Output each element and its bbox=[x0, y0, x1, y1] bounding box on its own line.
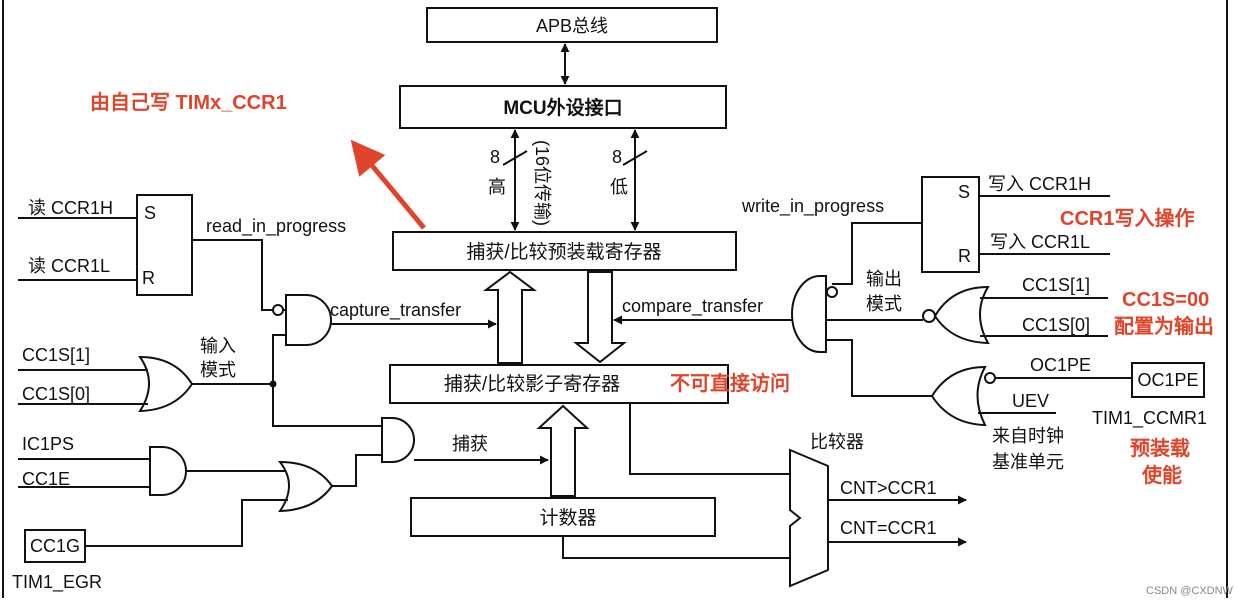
output-mode-inverter bbox=[922, 309, 936, 323]
apb-bus-label: APB总线 bbox=[536, 16, 608, 36]
read-latch-s: S bbox=[144, 203, 156, 223]
comparator-block bbox=[789, 448, 829, 588]
read-ccr1l-label: 读 CCR1L bbox=[28, 256, 110, 276]
read-in-progress-label: read_in_progress bbox=[206, 216, 346, 237]
compare-transfer-label: compare_transfer bbox=[622, 296, 763, 317]
time-base-label-1: 来自时钟 bbox=[992, 426, 1064, 446]
no-direct-access-note: 不可直接访问 bbox=[670, 371, 790, 395]
mcu-interface-label: MCU外设接口 bbox=[503, 96, 622, 119]
capture-or-gate bbox=[277, 460, 334, 513]
counter-to-comparator-wire bbox=[562, 536, 790, 559]
capture-hollow-arrow bbox=[483, 270, 537, 364]
output-mode-label-1: 输出 bbox=[866, 269, 902, 289]
write-in-progress-label: write_in_progress bbox=[741, 196, 884, 217]
input-mode-to-capture-wire bbox=[272, 384, 382, 427]
preload-enable-or-gate bbox=[930, 365, 987, 427]
shadow-to-comparator-wire bbox=[629, 403, 790, 475]
cc1s1-right-label: CC1S[1] bbox=[1022, 275, 1090, 295]
write-ccr1l-label: 写入 CCR1L bbox=[990, 232, 1090, 252]
cnt-eq-label: CNT=CCR1 bbox=[840, 518, 937, 538]
preload-enable-note-2: 使能 bbox=[1141, 463, 1182, 487]
ic1ps-cc1e-and-gate bbox=[149, 446, 187, 496]
read-latch-r: R bbox=[142, 268, 155, 288]
write-in-progress-wire bbox=[832, 222, 922, 285]
oc1pe-box-label: OC1PE bbox=[1137, 370, 1198, 390]
input-mode-wire bbox=[192, 334, 286, 385]
write-in-progress-inverter bbox=[826, 286, 838, 298]
write-latch-r: R bbox=[958, 246, 971, 266]
output-mode-label-2: 模式 bbox=[866, 294, 902, 314]
preload-register-block bbox=[392, 231, 737, 271]
write-latch-s: S bbox=[958, 182, 970, 202]
tim1-egr-label: TIM1_EGR bbox=[12, 572, 102, 593]
cc1g-box bbox=[24, 529, 86, 563]
ccr1-write-note: CCR1写入操作 bbox=[1060, 206, 1194, 230]
capture-label: 捕获 bbox=[452, 434, 488, 454]
cc1s0-right-label: CC1S[0] bbox=[1022, 315, 1090, 335]
capture-transfer-label: capture_transfer bbox=[330, 300, 461, 321]
cnt-gt-label: CNT>CCR1 bbox=[840, 478, 937, 498]
bus-low-width: 8 bbox=[612, 147, 622, 167]
oc1pe-inverter bbox=[984, 372, 996, 384]
counter-block bbox=[410, 497, 716, 537]
bus-high-width: 8 bbox=[490, 147, 500, 167]
watermark: CSDN @CXDNW bbox=[1146, 585, 1234, 597]
bus-high-label: 高 bbox=[488, 177, 506, 197]
cc1g-wire bbox=[84, 499, 288, 547]
write-by-self-arrow bbox=[350, 139, 426, 230]
cc1g-label: CC1G bbox=[30, 536, 80, 556]
bus-16bit-label: (16位传输) bbox=[532, 140, 552, 226]
oc1pe-label: OC1PE bbox=[1030, 355, 1091, 375]
read-sr-latch bbox=[136, 194, 193, 296]
mcu-interface-block bbox=[399, 85, 727, 129]
cc1e-label: CC1E bbox=[22, 469, 70, 489]
apb-bus-block bbox=[426, 7, 718, 43]
preload-enable-wire bbox=[826, 339, 932, 397]
read-in-progress-inverter bbox=[272, 304, 284, 316]
comparator-label: 比较器 bbox=[810, 432, 864, 452]
preload-register-label: 捕获/比较预装载寄存器 bbox=[466, 241, 661, 263]
ic1ps-label: IC1PS bbox=[22, 434, 74, 454]
compare-transfer-and-gate bbox=[791, 275, 827, 353]
write-ccr1h-label: 写入 CCR1H bbox=[988, 174, 1091, 194]
bus-high-tick bbox=[502, 150, 528, 166]
oc1pe-box bbox=[1131, 362, 1205, 398]
cc1s-00-note: CC1S=00 bbox=[1122, 289, 1209, 311]
write-by-self-note: 由自己写 TIMx_CCR1 bbox=[90, 90, 287, 114]
capture-transfer-and-gate bbox=[285, 294, 332, 346]
input-mode-label-2: 模式 bbox=[200, 360, 236, 380]
capture-or-out-wire bbox=[332, 454, 382, 487]
read-ccr1h-label: 读 CCR1H bbox=[28, 198, 113, 218]
counter-label: 计数器 bbox=[539, 507, 596, 529]
compare-hollow-arrow bbox=[573, 271, 627, 364]
shadow-register-block bbox=[389, 364, 729, 404]
config-output-note: 配置为输出 bbox=[1114, 314, 1214, 338]
time-base-label-2: 基准单元 bbox=[992, 452, 1064, 472]
counter-hollow-arrow bbox=[536, 404, 590, 497]
input-mode-or-gate bbox=[138, 355, 194, 413]
shadow-register-label: 捕获/比较影子寄存器 bbox=[444, 373, 620, 395]
output-mode-nor-gate bbox=[933, 285, 990, 345]
cc1s1-left-label: CC1S[1] bbox=[22, 345, 90, 365]
cc1s0-left-label: CC1S[0] bbox=[22, 384, 90, 404]
capture-and-gate bbox=[381, 417, 415, 463]
tim1-ccmr1-label: TIM1_CCMR1 bbox=[1092, 408, 1207, 429]
input-mode-label-1: 输入 bbox=[200, 336, 236, 356]
preload-enable-note-1: 预装载 bbox=[1130, 436, 1190, 460]
bus-low-tick bbox=[622, 150, 648, 166]
bus-low-label: 低 bbox=[610, 177, 628, 197]
read-in-progress-wire bbox=[192, 239, 286, 311]
write-sr-latch bbox=[921, 176, 980, 273]
uev-label: UEV bbox=[1012, 391, 1049, 411]
